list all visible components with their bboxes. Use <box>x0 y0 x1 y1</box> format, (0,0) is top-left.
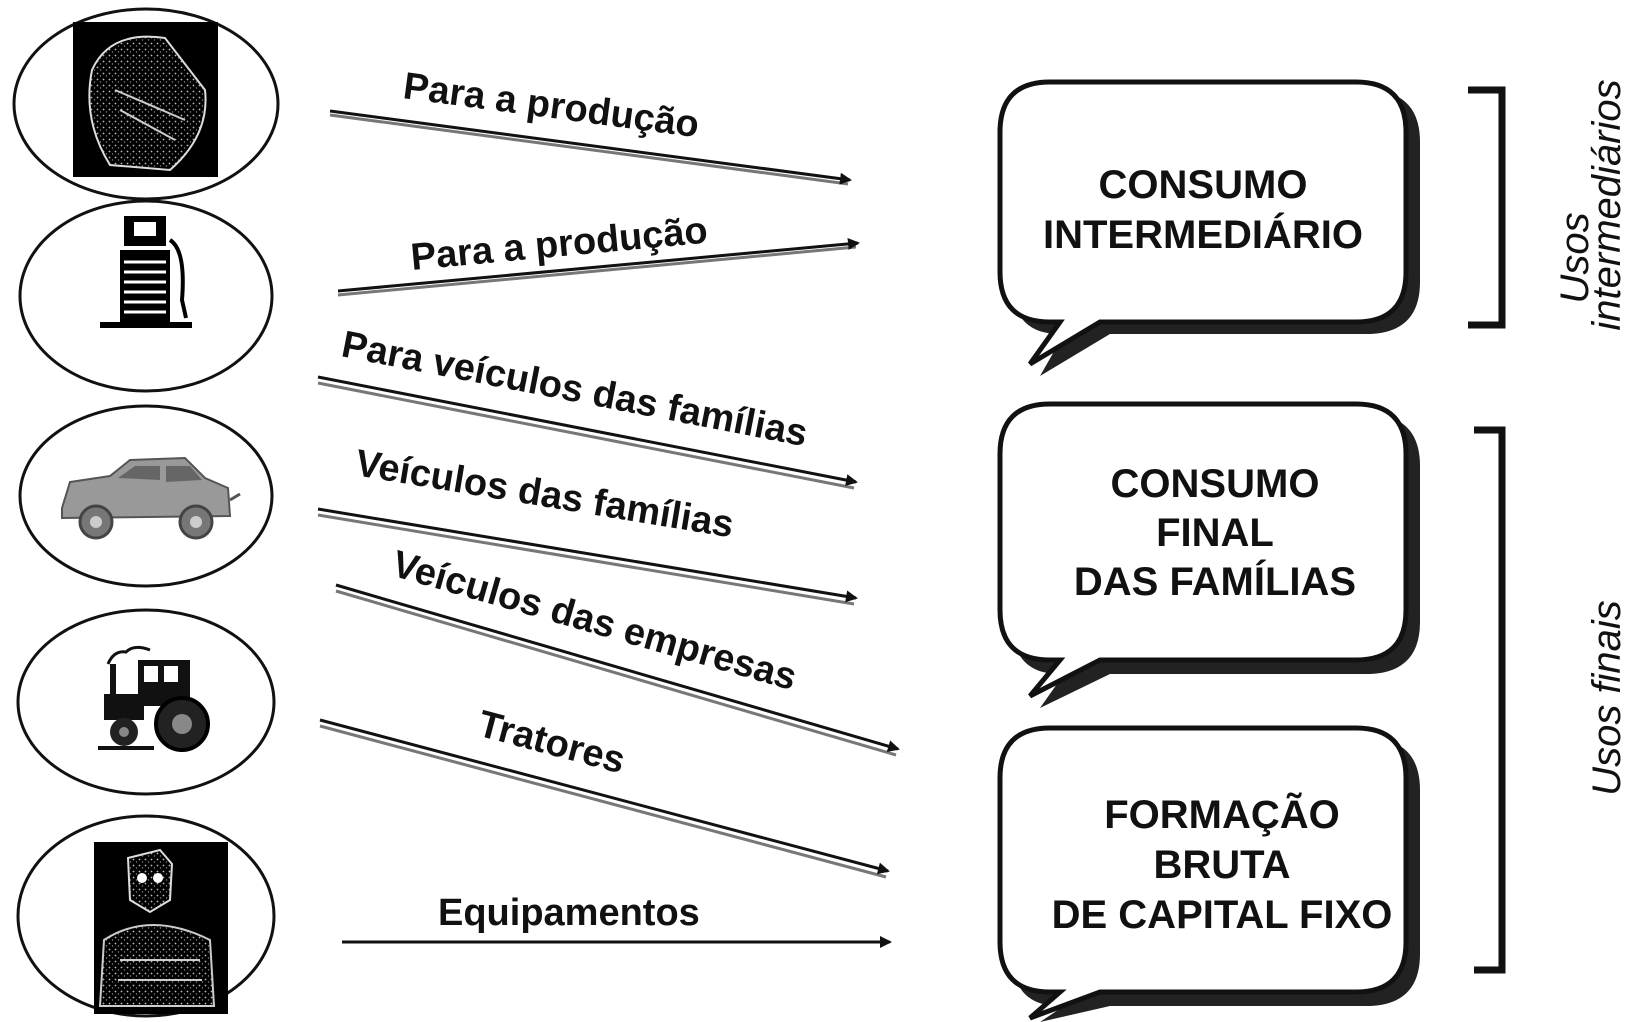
flow-label-5: Veículos das empresas <box>388 543 802 699</box>
bubble-1-line-1: CONSUMO <box>1099 163 1308 207</box>
car-icon <box>61 456 241 540</box>
tractor-icon <box>98 645 210 752</box>
bubble-2-line-2: FINAL <box>1156 511 1274 555</box>
bubble-3-line-1: FORMAÇÃO <box>1104 791 1340 837</box>
machinery-equipment-icon <box>94 842 228 1014</box>
bubble-2-line-1: CONSUMO <box>1111 462 1320 506</box>
bracket-final <box>1474 426 1506 974</box>
source-oval-2 <box>18 199 274 393</box>
flow-label-6: Tratores <box>474 703 630 782</box>
bubble-3-line-2: BRUTA <box>1153 843 1290 887</box>
source-oval-5 <box>16 814 276 1018</box>
raw-material-sack-icon <box>73 22 218 177</box>
side-label-intermediate-line-2-group: intermediários <box>1585 79 1629 330</box>
flow-label-1: Para a produção <box>401 65 702 146</box>
source-oval-3 <box>18 404 274 588</box>
flow-label-7: Equipamentos <box>438 892 700 934</box>
fuel-pump-icon <box>100 216 192 328</box>
bracket-intermediate <box>1468 86 1506 329</box>
bubble-3-line-3: DE CAPITAL FIXO <box>1052 893 1393 937</box>
source-oval-4 <box>16 608 276 796</box>
bubble-2-line-3: DAS FAMÍLIAS <box>1074 559 1356 604</box>
arrow-flow-6 <box>319 718 890 879</box>
bubble-consumo-intermediario: CONSUMO INTERMEDIÁRIO <box>997 79 1420 376</box>
side-label-intermediate-line-1-group: Usos <box>1553 212 1597 303</box>
arrow-flow-5 <box>335 583 900 757</box>
side-label-intermediate-line-2: intermediários <box>1585 79 1629 330</box>
flow-label-3: Para veículos das famílias <box>338 324 810 456</box>
side-label-final-group: Usos finais <box>1585 600 1629 796</box>
arrow-flow-4 <box>317 507 858 606</box>
arrow-flow-2 <box>337 237 860 297</box>
bubble-consumo-final: CONSUMO FINAL DAS FAMÍLIAS <box>997 401 1420 708</box>
arrow-flow-1 <box>329 109 852 186</box>
bubble-1-line-2: INTERMEDIÁRIO <box>1043 212 1363 257</box>
arrow-flow-3 <box>317 375 858 490</box>
side-label-intermediate-line-1: Usos <box>1553 212 1597 303</box>
flow-label-2: Para a produção <box>409 210 709 279</box>
source-oval-1 <box>12 7 280 201</box>
side-label-final: Usos finais <box>1585 600 1629 796</box>
bubble-formacao-bruta: FORMAÇÃO BRUTA DE CAPITAL FIXO <box>997 725 1420 1022</box>
